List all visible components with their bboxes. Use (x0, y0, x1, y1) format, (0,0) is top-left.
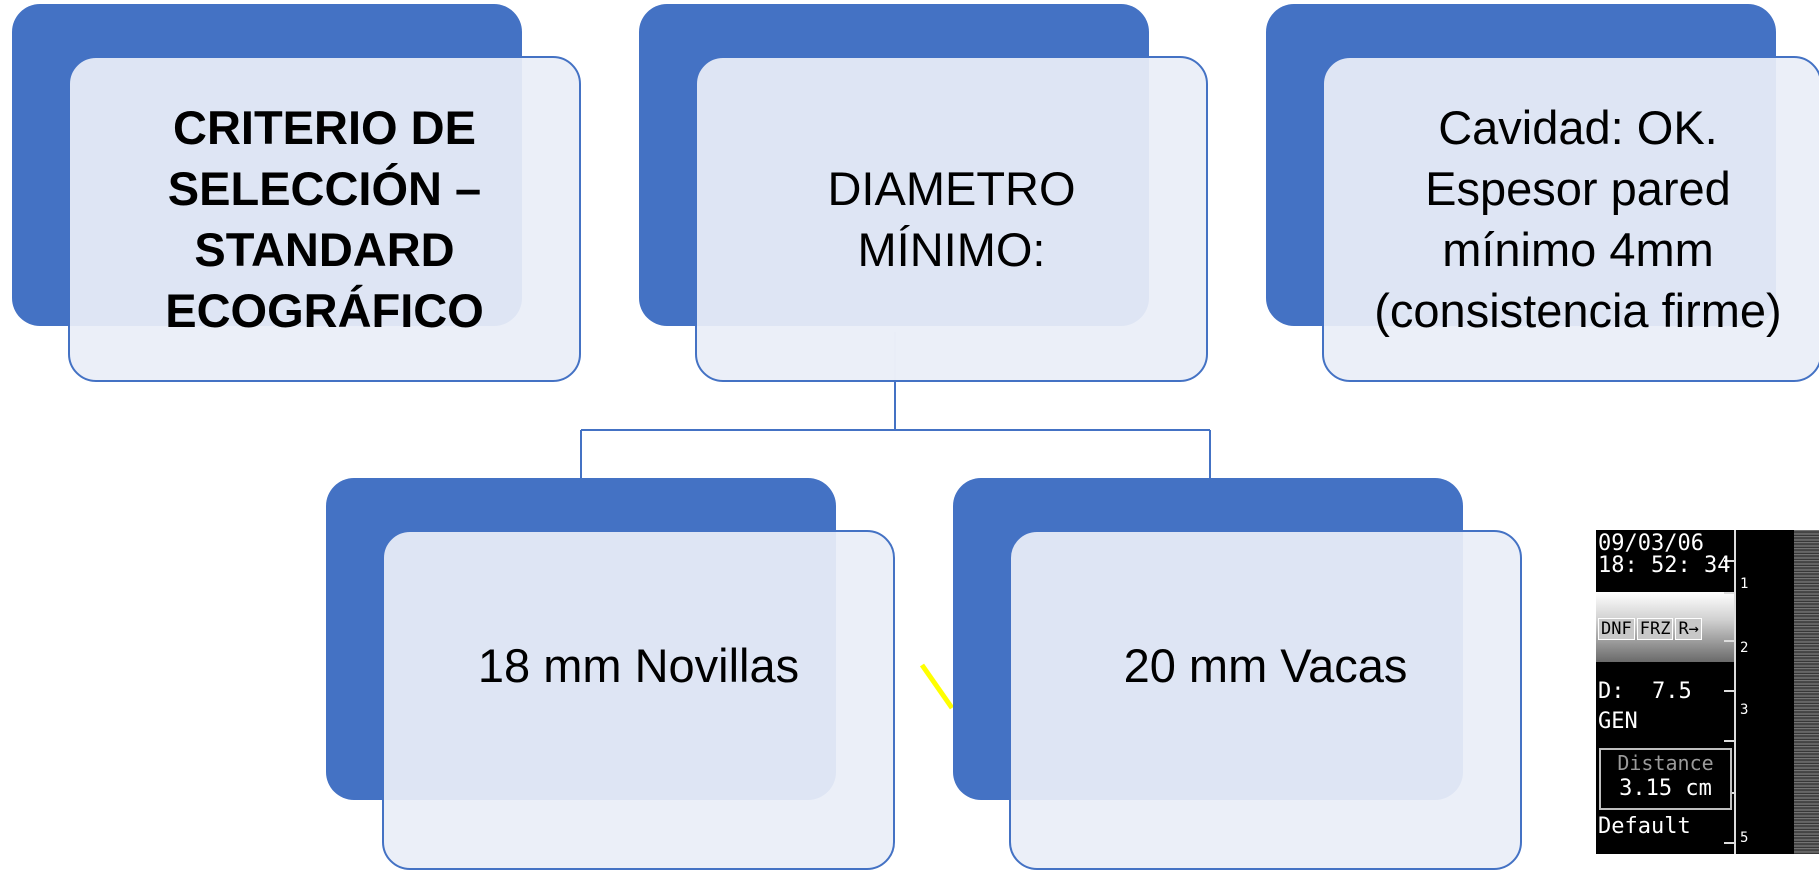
mode-label: GEN (1598, 709, 1638, 734)
depth-value: 7.5 (1652, 679, 1692, 704)
depth-label: D: (1598, 679, 1625, 704)
yellow-marker-line (919, 663, 955, 710)
preset-label: Default (1598, 814, 1691, 839)
badge-dnf: DNF (1598, 618, 1635, 640)
badge-arrow: R→ (1675, 618, 1702, 640)
node-vacas: 20 mm Vacas (1009, 530, 1522, 870)
node-criterio-text: CRITERIO DE SELECCIÓN – STANDARD ECOGRÁF… (165, 101, 484, 337)
scale-label: 5 (1740, 830, 1749, 846)
depth-ruler (1734, 530, 1736, 854)
badge-frz: FRZ (1636, 618, 1674, 640)
node-cavidad-text: Cavidad: OK. Espesor pared mínimo 4mm (c… (1374, 101, 1782, 337)
distance-label: Distance (1617, 751, 1714, 775)
node-diametro-text: DIAMETRO MÍNIMO: (827, 162, 1076, 276)
node-criterio: CRITERIO DE SELECCIÓN – STANDARD ECOGRÁF… (68, 56, 581, 382)
ultrasound-image: 1 2 3 5 09/03/06 18: 52: 34 DNF FRZ R→ D… (1596, 530, 1819, 854)
distance-value: 3.15 cm (1619, 776, 1712, 801)
ultrasound-badges: DNF FRZ R→ (1598, 618, 1702, 640)
distance-box: Distance 3.15 cm (1599, 748, 1732, 810)
scale-label: 1 (1740, 576, 1749, 592)
node-cavidad: Cavidad: OK. Espesor pared mínimo 4mm (c… (1322, 56, 1819, 382)
node-novillas-label: 18 mm Novillas (477, 638, 800, 692)
scale-label: 2 (1740, 640, 1749, 656)
ultrasound-scan-area (1794, 530, 1819, 854)
node-vacas-label: 20 mm Vacas (1123, 638, 1408, 692)
node-novillas: 18 mm Novillas (382, 530, 895, 870)
node-diametro: DIAMETRO MÍNIMO: (695, 56, 1208, 382)
ultrasound-time: 18: 52: 34 (1598, 553, 1731, 578)
ultrasound-date: 09/03/06 (1598, 531, 1704, 556)
scale-label: 3 (1740, 702, 1749, 718)
